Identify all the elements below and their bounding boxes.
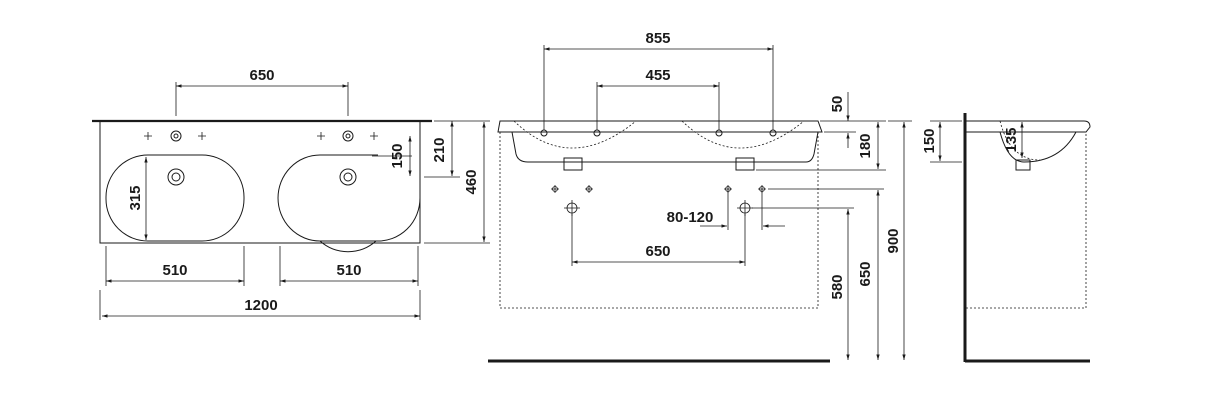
right-bowl — [277, 154, 421, 253]
dim-front-span: 855 — [645, 30, 670, 47]
dim-overall-width: 1200 — [244, 297, 277, 314]
dim-waste-centres: 650 — [645, 243, 670, 260]
left-drain-icon — [167, 168, 185, 186]
side-view: 150 135 — [921, 113, 1091, 363]
dim-waste-height: 580 — [829, 274, 846, 299]
side-waste-icon — [1015, 159, 1031, 171]
dim-overall-depth: 460 — [463, 169, 480, 194]
front-view: 855 455 50 180 80-120 650 580 — [488, 30, 912, 363]
dim-basin-height: 180 — [857, 133, 874, 158]
dim-supply-height: 650 — [857, 261, 874, 286]
dim-bowl-width-left: 510 — [162, 262, 187, 279]
front-cabinet-outline — [499, 132, 819, 309]
dim-tap-hole-depth: 210 — [431, 137, 448, 162]
left-waste-icon — [563, 157, 583, 171]
right-waste-icon — [735, 157, 755, 171]
dim-bowl-width-right: 510 — [336, 262, 361, 279]
right-tap-hole-icon — [317, 130, 378, 142]
waste-outlets-icon — [564, 200, 753, 216]
dim-tap-to-edge: 150 — [389, 143, 406, 168]
side-slab — [966, 120, 1091, 133]
front-slab — [497, 120, 823, 133]
dim-waste-offset: 80-120 — [667, 209, 714, 226]
dim-side-height: 150 — [921, 128, 938, 153]
dim-side-bowl-height: 135 — [1003, 127, 1020, 152]
side-cabinet-outline — [966, 132, 1087, 309]
dim-tap-centres: 650 — [249, 67, 274, 84]
right-drain-icon — [339, 168, 357, 186]
dim-install-height: 900 — [885, 228, 902, 253]
plan-view: 650 510 510 1200 315 150 210 460 — [92, 67, 490, 320]
front-basin — [511, 131, 819, 163]
dim-front-inner-span: 455 — [645, 67, 670, 84]
left-bowl — [105, 154, 245, 242]
dim-bowl-depth: 315 — [127, 185, 144, 210]
supply-points-icon — [551, 185, 766, 193]
left-tap-hole-icon — [144, 130, 206, 142]
dim-rim-height: 50 — [829, 96, 846, 113]
